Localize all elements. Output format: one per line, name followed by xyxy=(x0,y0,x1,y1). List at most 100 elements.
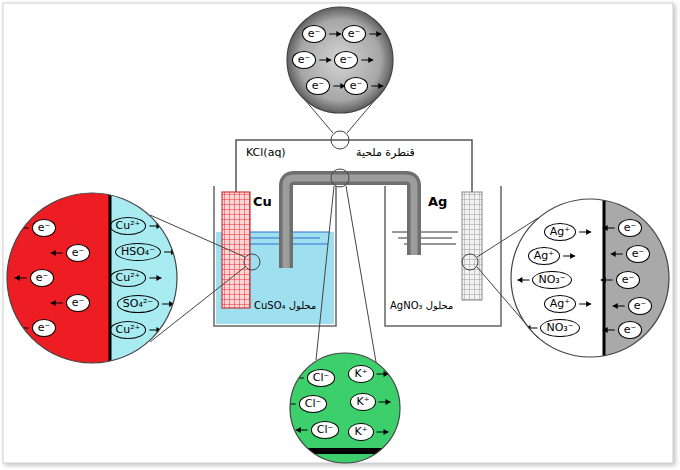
particle-symbol: NO₃⁻ xyxy=(546,321,573,334)
particle-symbol: e⁻ xyxy=(38,321,51,334)
particle-symbol: Cu²⁺ xyxy=(116,219,141,232)
particle-bubble: e⁻ xyxy=(334,51,359,69)
motion-arrow xyxy=(292,378,304,379)
particle-bubble: K⁺ xyxy=(348,365,373,383)
arrow-head xyxy=(586,229,591,235)
magnifier-outline xyxy=(287,7,393,113)
magnified-fill xyxy=(289,352,401,464)
particle-bubble: e⁻ xyxy=(306,77,331,95)
bridge-label: KCl(aq) xyxy=(246,146,286,159)
particle-bubble: Cl⁻ xyxy=(307,369,336,387)
particle-bubble: Cu²⁺ xyxy=(110,217,147,235)
particle-symbol: Cl⁻ xyxy=(313,371,330,384)
particle-symbol: e⁻ xyxy=(624,221,637,234)
magnifier-outline xyxy=(7,193,177,363)
particle-symbol: Ag⁺ xyxy=(550,225,570,238)
arrow-head xyxy=(17,225,22,231)
arrow-head xyxy=(17,325,22,331)
particle-symbol: SO₄²⁻ xyxy=(123,297,153,310)
particle-bubble: e⁻ xyxy=(302,25,327,43)
magnified-fill xyxy=(286,6,394,114)
particle-bubble: e⁻ xyxy=(32,219,57,237)
bridge-label: قنطرة ملحية xyxy=(356,146,415,159)
particle-symbol: Ag⁺ xyxy=(534,249,554,262)
solution-surface xyxy=(392,232,458,244)
arrow-head xyxy=(613,303,618,309)
particle-bubble: NO₃⁻ xyxy=(540,319,579,337)
arrow-head xyxy=(51,300,56,306)
particle-bubble: SO₄²⁻ xyxy=(117,295,159,313)
particle-symbol: e⁻ xyxy=(72,246,85,259)
particle-bubble: Cu²⁺ xyxy=(110,321,147,339)
arrow-head xyxy=(326,57,331,63)
particle-bubble: e⁻ xyxy=(628,297,653,315)
particle-symbol: e⁻ xyxy=(38,221,51,234)
motion-arrow xyxy=(164,252,176,253)
particle-bubble: e⁻ xyxy=(618,219,643,237)
particle-bubble: e⁻ xyxy=(66,294,91,312)
arrow-head xyxy=(296,427,301,433)
arrow-head xyxy=(15,275,20,281)
silver-electrode xyxy=(462,192,482,300)
drawing-part xyxy=(346,186,376,362)
salt-bridge-inner xyxy=(286,178,414,268)
particle-bubble: Ag⁺ xyxy=(544,295,576,313)
particle-bubble: K⁺ xyxy=(350,393,375,411)
magnifier-outline xyxy=(511,199,669,357)
particle-symbol: NO₃⁻ xyxy=(538,273,565,286)
magnifier-circle: e⁻ e⁻ e⁻ e⁻ e⁻ e⁻ xyxy=(286,6,394,114)
particle-symbol: Cu²⁺ xyxy=(116,271,141,284)
particle-bubble: e⁻ xyxy=(618,321,643,339)
bridge-electrolyte xyxy=(289,352,401,464)
particle-symbol: e⁻ xyxy=(624,323,637,336)
copper-electrode xyxy=(222,192,250,308)
beaker-outline xyxy=(214,186,336,326)
particle-bubble: Ag⁺ xyxy=(528,247,560,265)
particle-bubble: NO₃⁻ xyxy=(532,271,571,289)
arrow-head xyxy=(386,399,391,405)
particle-symbol: e⁻ xyxy=(622,273,635,286)
particle-bubble: e⁻ xyxy=(66,244,91,262)
particle-bubble: Ag⁺ xyxy=(544,223,576,241)
right-phase xyxy=(110,192,178,364)
particle-bubble: e⁻ xyxy=(626,245,651,263)
motion-arrow xyxy=(525,328,537,329)
particle-symbol: e⁻ xyxy=(634,299,647,312)
particle-symbol: e⁻ xyxy=(312,79,325,92)
particle-bubble: e⁻ xyxy=(292,51,317,69)
magnify-spot xyxy=(244,254,260,270)
particle-bubble: e⁻ xyxy=(344,77,369,95)
particle-symbol: K⁺ xyxy=(354,367,367,380)
magnifier-circle: Ag⁺ e⁻ Ag⁺ e⁻ NO₃⁻ e⁻ Ag⁺ e⁻ NO₃⁻ e⁻ xyxy=(510,198,670,358)
solution-label: محلول CuSO₄ xyxy=(254,300,316,311)
magnifier-outline xyxy=(290,353,400,463)
particle-symbol: Cl⁻ xyxy=(305,397,322,410)
arrow-head xyxy=(51,250,56,256)
arrow-head xyxy=(603,225,608,231)
arrow-head xyxy=(586,301,591,307)
magnified-fill xyxy=(510,198,670,358)
magnify-spot xyxy=(331,169,349,187)
tube-wall xyxy=(289,448,401,454)
arrow-head xyxy=(376,31,381,37)
particle-bubble: e⁻ xyxy=(342,25,367,43)
salt-bridge xyxy=(286,178,414,268)
particle-symbol: e⁻ xyxy=(632,247,645,260)
magnifier-circle: e⁻Cu²⁺e⁻HSO₄⁻e⁻Cu²⁺SO₄²⁻e⁻e⁻Cu²⁺ xyxy=(6,192,178,364)
drawing-part xyxy=(316,186,334,360)
particle-symbol: K⁺ xyxy=(354,425,367,438)
arrow-head xyxy=(368,57,373,63)
particle-bubble: HSO₄⁻ xyxy=(115,243,161,261)
particle-symbol: Ag⁺ xyxy=(550,297,570,310)
particle-symbol: e⁻ xyxy=(72,296,85,309)
particle-bubble: Cl⁻ xyxy=(299,395,328,413)
magnified-view xyxy=(510,198,670,358)
particle-bubble: Cu²⁺ xyxy=(110,269,147,287)
magnify-spot xyxy=(331,131,349,149)
particle-symbol: K⁺ xyxy=(356,395,369,408)
arrow-head xyxy=(384,429,389,435)
picture-frame xyxy=(3,3,673,463)
arrow-head xyxy=(525,325,530,331)
particle-bubble: e⁻ xyxy=(616,271,641,289)
